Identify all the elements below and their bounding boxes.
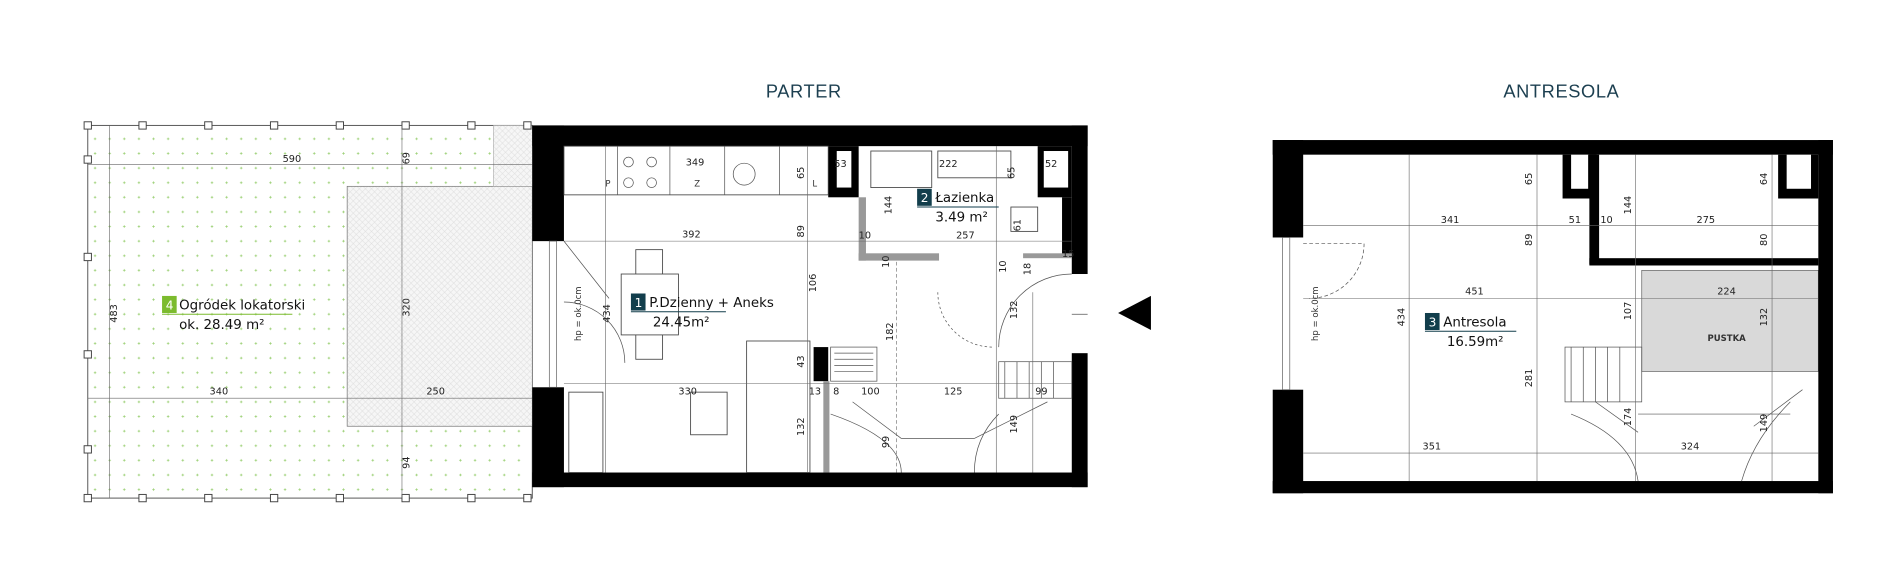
dim-label: 222 bbox=[939, 159, 958, 170]
dim-label: 590 bbox=[283, 154, 302, 165]
dim-label: 434 bbox=[1396, 308, 1407, 327]
room-name: Antresola bbox=[1443, 315, 1506, 330]
parter-dimensions: 590 69 483 320 340 250 94 349 65 53 222 … bbox=[109, 152, 1074, 469]
entrance-arrow-icon bbox=[1118, 295, 1151, 331]
parter-plan: P Z L bbox=[532, 125, 1151, 488]
dim-label: 281 bbox=[1524, 369, 1535, 388]
void-area bbox=[1641, 269, 1819, 372]
dim-label: 99 bbox=[881, 436, 892, 448]
dim-label: 320 bbox=[401, 298, 412, 317]
dim-label: 106 bbox=[808, 274, 819, 293]
dim-label: 94 bbox=[401, 456, 412, 468]
dim-label: 65 bbox=[1007, 167, 1018, 179]
dim-label: 8 bbox=[833, 387, 839, 398]
parter-title: PARTER bbox=[766, 80, 842, 101]
room-name: P.Dzienny + Aneks bbox=[649, 296, 774, 311]
dim-label: 132 bbox=[796, 417, 807, 436]
kitchen-dishwasher-mark: L bbox=[812, 179, 817, 189]
dim-label: 351 bbox=[1423, 441, 1442, 452]
garden bbox=[83, 121, 533, 503]
dim-label: 174 bbox=[1623, 408, 1634, 427]
room-label-bathroom: 2 Łazienka 3.49 m² bbox=[917, 188, 999, 226]
floor-height-note: hp = ok.0cm bbox=[1311, 286, 1321, 341]
kitchen-washer-mark: Z bbox=[694, 179, 700, 189]
room-area: ok. 28.49 m² bbox=[179, 318, 264, 333]
dim-label: 275 bbox=[1697, 215, 1716, 226]
dim-label: 250 bbox=[426, 387, 445, 398]
dim-label: 107 bbox=[1623, 302, 1634, 321]
dim-label: 65 bbox=[796, 167, 807, 179]
dim-label: 64 bbox=[1759, 173, 1770, 185]
dim-label: 10 bbox=[881, 256, 892, 268]
room-name: Łazienka bbox=[934, 191, 994, 206]
room-label-garden: 4 Ogródek lokatorski ok. 28.49 m² bbox=[162, 295, 305, 333]
dim-label: 100 bbox=[861, 387, 880, 398]
dim-label: 434 bbox=[602, 304, 613, 323]
dim-label: 341 bbox=[1441, 215, 1460, 226]
dim-label: 149 bbox=[1759, 414, 1770, 433]
dim-label: 43 bbox=[796, 355, 807, 367]
dim-label: 15 bbox=[1062, 249, 1074, 260]
antresola-dimensions: 65 64 341 89 51 10 144 275 80 451 224 10… bbox=[1311, 173, 1770, 453]
dim-label: 89 bbox=[796, 225, 807, 237]
dim-label: 13 bbox=[809, 387, 821, 398]
room-name: Ogródek lokatorski bbox=[179, 297, 305, 313]
fence-posts bbox=[83, 121, 532, 503]
dim-label: 52 bbox=[1045, 159, 1057, 170]
dim-label: 330 bbox=[678, 387, 697, 398]
dim-label: 392 bbox=[682, 229, 701, 240]
dim-label: 224 bbox=[1717, 287, 1736, 298]
dim-label: 51 bbox=[1569, 215, 1581, 226]
dim-label: 18 bbox=[1022, 263, 1033, 275]
dim-label: 53 bbox=[834, 159, 846, 170]
antresola-plan: PUSTKA bbox=[1272, 140, 1833, 494]
room-area: 16.59m² bbox=[1447, 335, 1504, 350]
dim-label: 132 bbox=[1759, 308, 1770, 327]
dim-label: 132 bbox=[1009, 300, 1020, 319]
dim-label: 257 bbox=[956, 231, 975, 242]
dim-label: 483 bbox=[109, 304, 120, 323]
dim-label: 125 bbox=[944, 387, 963, 398]
floor-height-note: hp = ok.0cm bbox=[574, 286, 584, 341]
room-number: 3 bbox=[1429, 315, 1437, 329]
dim-label: 349 bbox=[686, 158, 705, 169]
dim-label: 149 bbox=[1009, 415, 1020, 434]
room-label-living: 1 P.Dzienny + Aneks 24.45m² bbox=[630, 293, 774, 330]
room-number: 4 bbox=[166, 298, 174, 312]
antresola-title: ANTRESOLA bbox=[1503, 80, 1619, 101]
dim-label: 451 bbox=[1465, 287, 1484, 298]
room-number: 2 bbox=[921, 191, 929, 205]
dim-label: 89 bbox=[1524, 234, 1535, 246]
dim-label: 80 bbox=[1759, 234, 1770, 246]
dim-label: 10 bbox=[859, 231, 871, 242]
room-number: 1 bbox=[635, 296, 643, 310]
dim-label: 65 bbox=[1524, 173, 1535, 185]
dim-label: 182 bbox=[885, 322, 896, 341]
kitchen-fridge-mark: P bbox=[605, 179, 610, 189]
room-area: 24.45m² bbox=[653, 315, 710, 330]
dim-label: 340 bbox=[210, 387, 229, 398]
dim-label: 144 bbox=[884, 196, 895, 215]
dim-label: 69 bbox=[401, 152, 412, 164]
void-label: PUSTKA bbox=[1707, 334, 1746, 344]
stairs bbox=[830, 346, 1073, 473]
room-label-mezzanine: 3 Antresola 16.59m² bbox=[1424, 312, 1517, 350]
dim-label: 10 bbox=[998, 260, 1009, 272]
dim-label: 144 bbox=[1623, 196, 1634, 215]
dim-label: 324 bbox=[1681, 441, 1700, 452]
dim-label: 99 bbox=[1035, 387, 1047, 398]
dim-label: 10 bbox=[1600, 215, 1612, 226]
dim-label: 61 bbox=[1013, 219, 1024, 231]
room-area: 3.49 m² bbox=[935, 211, 987, 226]
